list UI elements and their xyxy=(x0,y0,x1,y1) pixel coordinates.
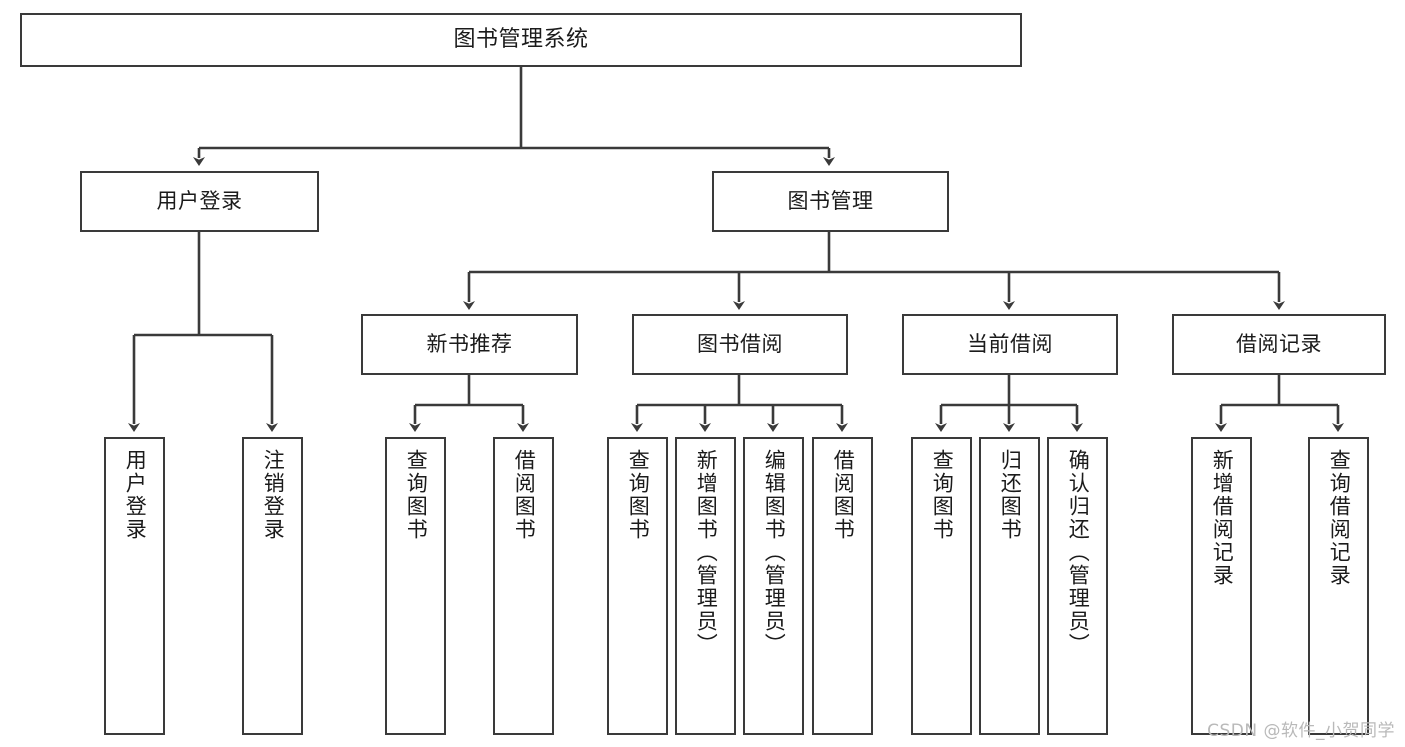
node-label: 归还图书 xyxy=(998,449,1023,541)
node-label: 查询图书 xyxy=(930,449,955,541)
node-label: 确认归还（管理员） xyxy=(1066,449,1091,656)
node-root-book-management-system[interactable]: 图书管理系统 xyxy=(20,13,1022,67)
node-borrow-record[interactable]: 借阅记录 xyxy=(1172,314,1386,375)
leaf-new-book-borrow[interactable]: 借阅图书 xyxy=(493,437,554,735)
leaf-book-borrow-add[interactable]: 新增图书（管理员） xyxy=(675,437,736,735)
node-label: 图书管理 xyxy=(787,189,874,214)
leaf-user-login-logout[interactable]: 注销登录 xyxy=(242,437,303,735)
leaf-user-login-login[interactable]: 用户登录 xyxy=(104,437,165,735)
node-label: 用户登录 xyxy=(123,449,148,541)
leaf-borrow-record-query[interactable]: 查询借阅记录 xyxy=(1308,437,1369,735)
node-label: 借阅记录 xyxy=(1236,332,1322,357)
node-book-management[interactable]: 图书管理 xyxy=(712,171,949,232)
node-label: 查询图书 xyxy=(626,449,651,541)
leaf-book-borrow-query[interactable]: 查询图书 xyxy=(607,437,668,735)
node-label: 查询借阅记录 xyxy=(1327,449,1352,587)
node-label: 图书管理系统 xyxy=(453,27,589,53)
node-label: 当前借阅 xyxy=(967,332,1053,357)
node-label: 查询图书 xyxy=(404,449,429,541)
node-label: 图书借阅 xyxy=(697,332,783,357)
leaf-current-borrow-return[interactable]: 归还图书 xyxy=(979,437,1040,735)
node-label: 新增借阅记录 xyxy=(1210,449,1235,587)
node-current-borrow[interactable]: 当前借阅 xyxy=(902,314,1118,375)
leaf-borrow-record-add[interactable]: 新增借阅记录 xyxy=(1191,437,1252,735)
node-book-borrow[interactable]: 图书借阅 xyxy=(632,314,848,375)
leaf-new-book-query[interactable]: 查询图书 xyxy=(385,437,446,735)
node-label: 新书推荐 xyxy=(426,332,513,357)
node-user-login[interactable]: 用户登录 xyxy=(80,171,319,232)
node-label: 编辑图书（管理员） xyxy=(762,449,787,656)
node-label: 借阅图书 xyxy=(831,449,856,541)
leaf-book-borrow-edit[interactable]: 编辑图书（管理员） xyxy=(743,437,804,735)
node-new-book-recommend[interactable]: 新书推荐 xyxy=(361,314,578,375)
node-label: 新增图书（管理员） xyxy=(694,449,719,656)
leaf-book-borrow-borrow[interactable]: 借阅图书 xyxy=(812,437,873,735)
node-label: 用户登录 xyxy=(156,189,243,214)
leaf-current-borrow-confirm-return[interactable]: 确认归还（管理员） xyxy=(1047,437,1108,735)
node-label: 借阅图书 xyxy=(512,449,537,541)
node-label: 注销登录 xyxy=(261,449,286,541)
leaf-current-borrow-query[interactable]: 查询图书 xyxy=(911,437,972,735)
